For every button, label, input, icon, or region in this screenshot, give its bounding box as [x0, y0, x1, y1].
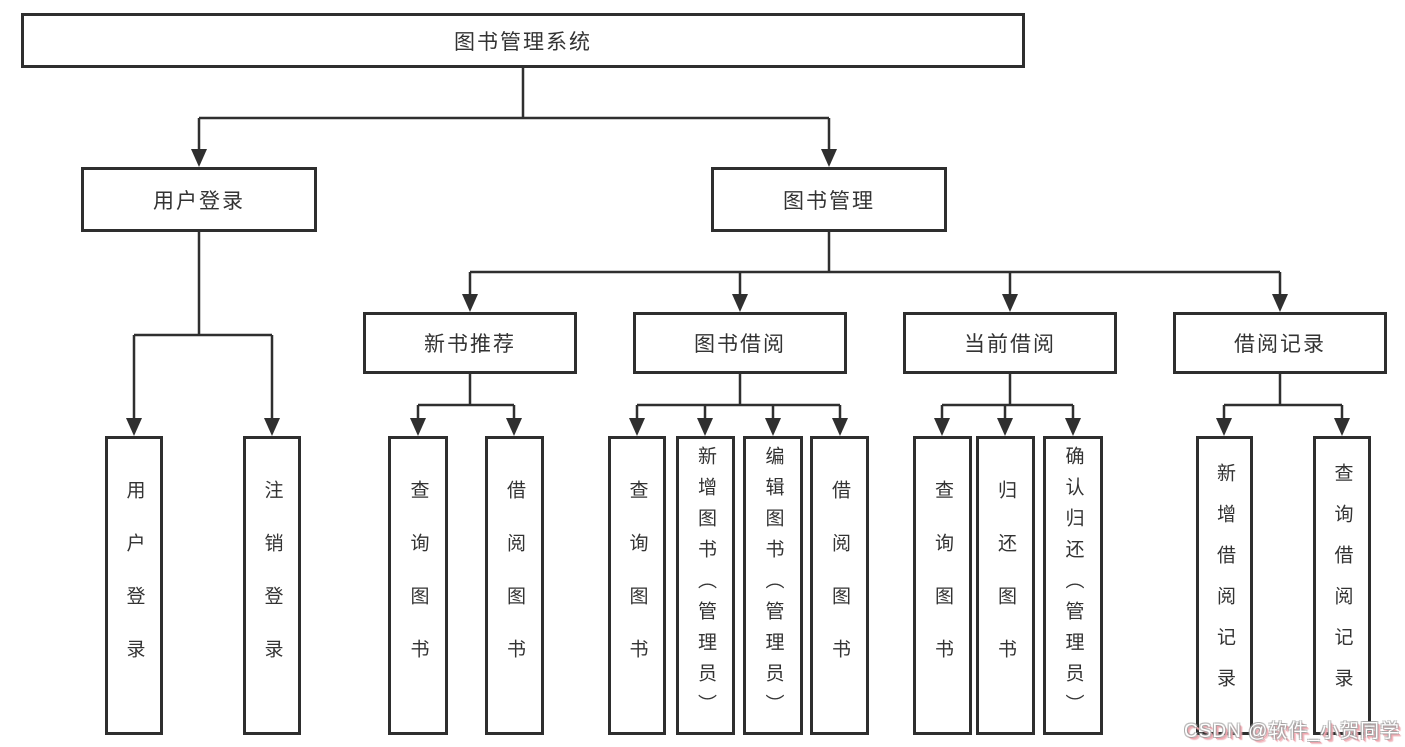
arrowhead	[1065, 418, 1081, 436]
connector-root-to-level2	[191, 68, 837, 167]
leaf-add-borrow-record: 新增借阅记录	[1196, 436, 1253, 735]
node-label: 注销登录	[261, 479, 283, 692]
leaf-add-book-admin: 新增图书（管理员）	[676, 436, 735, 735]
arrowhead	[126, 418, 142, 436]
node-label: 借阅图书	[504, 479, 525, 692]
node-label: 当前借阅	[964, 333, 1056, 356]
connector-borrowrecord-group	[1216, 374, 1350, 436]
node-library-system: 图书管理系统	[21, 13, 1025, 68]
arrowhead	[732, 294, 748, 312]
arrowhead	[506, 418, 522, 436]
leaf-user-login: 用户登录	[105, 436, 163, 735]
node-label: 新增图书（管理员）	[695, 446, 716, 725]
node-label: 查询图书	[932, 479, 953, 692]
node-label: 归还图书	[995, 479, 1016, 692]
connector-bookborrow-group	[629, 374, 848, 436]
leaf-borrow-book-2: 借阅图书	[810, 436, 869, 735]
arrowhead	[997, 418, 1013, 436]
arrowhead	[832, 418, 848, 436]
node-label: 确认归还（管理员）	[1062, 446, 1084, 725]
node-book-borrow: 图书借阅	[633, 312, 847, 374]
arrowhead	[191, 149, 207, 167]
node-label: 用户登录	[153, 189, 245, 213]
node-label: 借阅图书	[829, 479, 850, 692]
arrowhead	[264, 418, 280, 436]
node-label: 查询借阅记录	[1331, 462, 1353, 709]
leaf-logout: 注销登录	[243, 436, 301, 735]
node-label: 查询图书	[407, 479, 429, 692]
node-user-login: 用户登录	[81, 167, 317, 232]
arrowhead	[765, 418, 781, 436]
node-label: 用户登录	[123, 479, 145, 692]
node-current-borrow: 当前借阅	[903, 312, 1117, 374]
node-borrow-record: 借阅记录	[1173, 312, 1387, 374]
leaf-query-book-1: 查询图书	[388, 436, 448, 735]
arrowhead	[629, 418, 645, 436]
node-label: 图书管理系统	[454, 30, 592, 54]
arrowhead	[462, 294, 478, 312]
arrowhead	[934, 418, 950, 436]
leaf-query-book-2: 查询图书	[608, 436, 666, 735]
leaf-borrow-book-1: 借阅图书	[485, 436, 544, 735]
connector-newbook-group	[410, 374, 522, 436]
leaf-return-book: 归还图书	[976, 436, 1035, 735]
arrowhead	[821, 149, 837, 167]
connector-currentborrow-group	[934, 374, 1081, 436]
node-new-book-recommend: 新书推荐	[363, 312, 577, 374]
node-label: 编辑图书（管理员）	[762, 446, 784, 725]
arrowhead	[1002, 294, 1018, 312]
arrowhead	[1216, 418, 1232, 436]
node-book-management: 图书管理	[711, 167, 947, 232]
leaf-confirm-return-admin: 确认归还（管理员）	[1043, 436, 1103, 735]
arrowhead	[697, 418, 713, 436]
node-label: 新增借阅记录	[1214, 462, 1235, 709]
watermark: CSDN @软件_小贺同学	[1184, 721, 1400, 742]
node-label: 查询图书	[626, 479, 648, 692]
connector-userlogin-group	[126, 232, 280, 436]
connector-bookmgmt-to-level3	[462, 232, 1288, 312]
leaf-query-borrow-record: 查询借阅记录	[1313, 436, 1371, 735]
node-label: 图书借阅	[694, 333, 786, 356]
arrowhead	[1272, 294, 1288, 312]
arrowhead	[1334, 418, 1350, 436]
leaf-query-book-3: 查询图书	[913, 436, 972, 735]
node-label: 借阅记录	[1234, 333, 1326, 356]
leaf-edit-book-admin: 编辑图书（管理员）	[743, 436, 803, 735]
arrowhead	[410, 418, 426, 436]
node-label: 新书推荐	[424, 333, 516, 356]
node-label: 图书管理	[783, 189, 875, 213]
